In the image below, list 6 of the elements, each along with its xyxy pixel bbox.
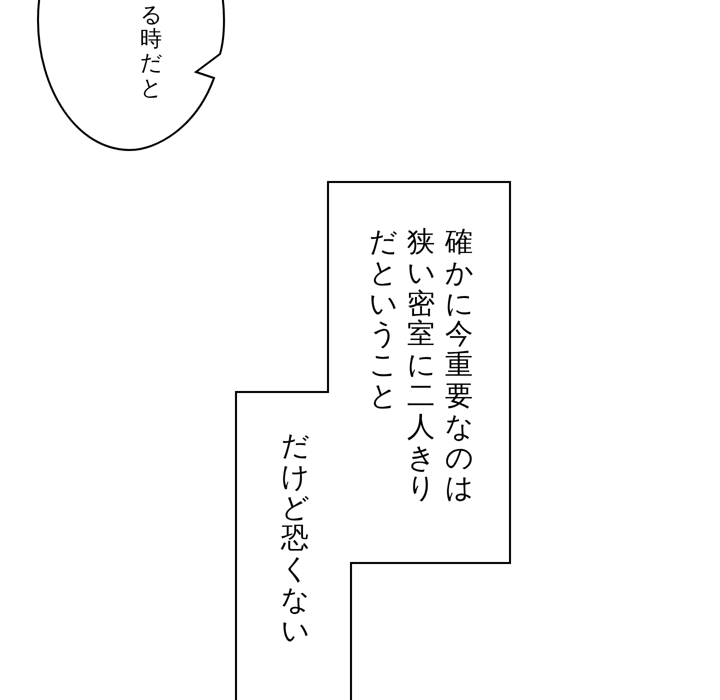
- vertical-text: だということ: [369, 227, 397, 414]
- narration-box: [235, 181, 511, 700]
- vertical-text: だけど恐くない: [281, 431, 309, 647]
- vertical-text: 狭い密室に二人きり: [407, 227, 435, 504]
- vertical-text: る時だと: [140, 4, 162, 101]
- vertical-text: 確かに今重要なのは: [445, 227, 473, 504]
